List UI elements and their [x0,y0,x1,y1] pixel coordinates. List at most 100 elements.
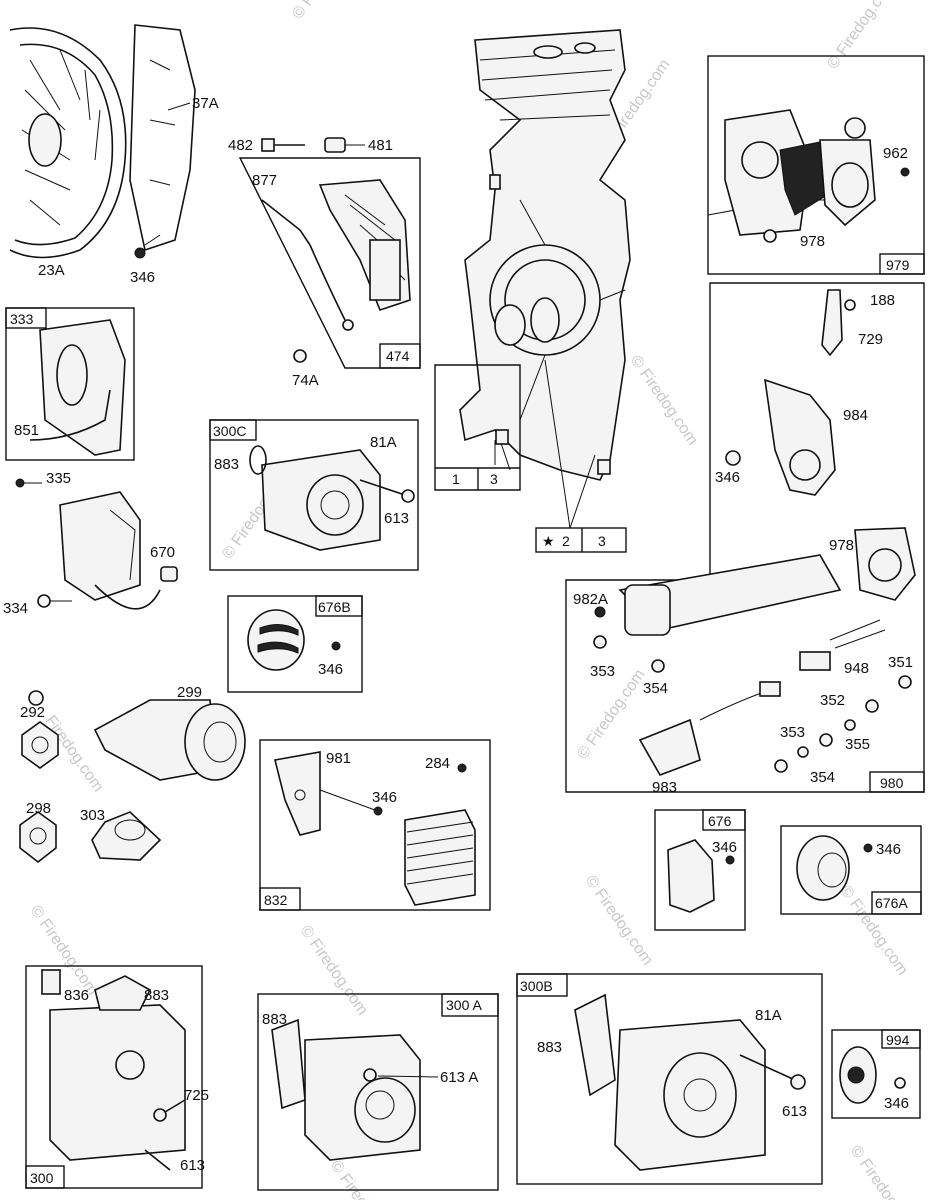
part-label-962: 962 [883,145,908,162]
screen-994-part [839,1046,906,1104]
part-label-983: 983 [652,779,677,796]
muffler-300c-part [249,445,415,551]
part-label-81a: 81A [370,434,397,451]
box-label-333: 333 [10,311,34,327]
part-label-351: 351 [888,654,913,671]
part-label-298: 298 [26,800,51,817]
part-label-353: 353 [590,663,615,680]
box-300b [516,973,823,1185]
watermark: © Firedog.com [27,903,101,999]
part-label-613: 613 [180,1157,205,1174]
box-979 [707,55,925,275]
box-label-474: 474 [386,348,410,364]
box-label-3b: 3 [598,533,606,549]
part-label-978: 978 [829,537,854,554]
box-label-300b: 300B [520,978,553,994]
part-label-613a: 613 A [440,1069,478,1086]
box-label-300c: 300C [213,423,246,439]
watermark: © Firedog.com [582,873,656,969]
part-label-670: 670 [150,544,175,561]
part-label-299: 299 [177,684,202,701]
box-676b [227,595,363,693]
box-label-994: 994 [886,1032,910,1048]
guard-832-part [274,751,476,906]
box-label-676b: 676B [318,599,351,615]
part-label-292: 292 [20,704,45,721]
part-label-81a: 81A [755,1007,782,1024]
part-label-883: 883 [537,1039,562,1056]
box-300c [209,419,419,571]
armature-part [261,179,411,331]
part-label-284: 284 [425,755,450,772]
box-2-3 [535,527,627,553]
part-label-346: 346 [884,1095,909,1112]
watermark: © Firedog.com [824,0,898,72]
part-label-482: 482 [228,137,253,154]
bolt-part [261,137,365,153]
box-832 [259,739,491,911]
watermark: © Firedog.com [289,0,363,22]
part-label-725: 725 [184,1087,209,1104]
muffler-300b-part [574,993,806,1171]
box-300a [257,993,499,1191]
guard-676-part [667,839,735,913]
part-label-334: 334 [3,600,28,617]
box-label-300: 300 [30,1170,54,1186]
part-label-836: 836 [64,987,89,1004]
watermark: © Firedog.com [327,1158,401,1200]
box-300 [25,965,203,1189]
bracket-333-part [29,319,126,456]
screen-676b-part [247,609,341,671]
part-label-883: 883 [144,987,169,1004]
part-label-883: 883 [214,456,239,473]
part-label-883: 883 [262,1011,287,1028]
part-label-346: 346 [318,661,343,678]
ignition-bracket-part [15,478,178,610]
box-label-676a: 676A [875,895,908,911]
part-label-851: 851 [14,422,39,439]
watermark: © Firedog.com [627,353,701,449]
part-label-346: 346 [712,839,737,856]
part-label-346: 346 [372,789,397,806]
part-label-346: 346 [715,469,740,486]
muffler-300a-part [271,1018,421,1161]
part-label-23a: 23A [38,262,65,279]
part-label-303: 303 [80,807,105,824]
part-label-877: 877 [252,172,277,189]
part-label-984: 984 [843,407,868,424]
brake-part [593,289,916,776]
part-label-978: 978 [800,233,825,250]
part-label-354: 354 [810,769,835,786]
part-label-346: 346 [876,841,901,858]
part-label-335: 335 [46,470,71,487]
part-label-188: 188 [870,292,895,309]
flywheel-part [9,24,196,259]
part-label-354: 354 [643,680,668,697]
muffler-300-part [41,969,186,1171]
box-994 [831,1029,921,1119]
air-cleaner-part [19,690,246,864]
watermark: © Firedog.com [847,1143,921,1200]
box-label-2: 2 [562,533,570,549]
part-label-729: 729 [858,331,883,348]
box-label-300a: 300 A [446,997,482,1013]
part-label-352: 352 [820,692,845,709]
part-label-982a: 982A [573,591,608,608]
box-label-979: 979 [886,257,910,273]
part-label-74a: 74A [292,372,319,389]
box-label-676: 676 [708,813,732,829]
engine-block-part [459,29,631,481]
part-label-481: 481 [368,137,393,154]
part-label-948: 948 [844,660,869,677]
box-333 [5,307,135,461]
box-676a [780,825,922,915]
box-label-1: 1 [452,471,460,487]
part-label-355: 355 [845,736,870,753]
watermark: © Firedog.com [574,666,648,762]
part-label-613: 613 [384,510,409,527]
part-label-981: 981 [326,750,351,767]
box-label-980: 980 [880,775,904,791]
box-engine [434,364,521,491]
part-label-346: 346 [130,269,155,286]
